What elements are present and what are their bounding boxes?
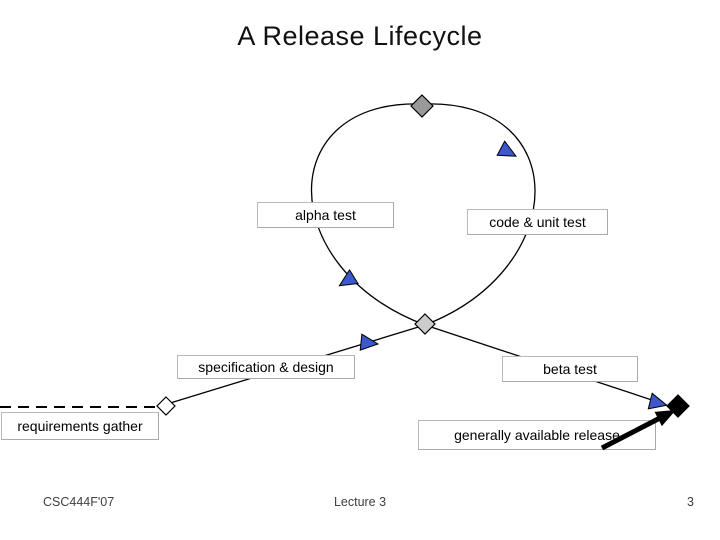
crossing-milestone-diamond-icon <box>414 313 436 335</box>
label-box-alpha-test: alpha test <box>257 202 394 228</box>
label-box-requirements-gather: requirements gather <box>1 412 159 440</box>
flow-arrow-icon <box>338 269 359 287</box>
release-milestone-diamond-icon <box>666 394 690 418</box>
slide-title: A Release Lifecycle <box>237 21 483 51</box>
flow-arrow-icon <box>496 140 517 157</box>
generally-available-release-label: generally available release <box>454 427 620 443</box>
footer-course: CSC444F'07 <box>43 495 115 509</box>
label-box-specification-design: specification & design <box>177 355 355 379</box>
label-box-generally-available-release: generally available release <box>418 420 656 450</box>
alpha-test-label: alpha test <box>295 207 356 223</box>
specification-design-label: specification & design <box>198 359 334 375</box>
footer-page-number: 3 <box>687 495 694 509</box>
label-box-code-unit-test: code & unit test <box>467 209 608 235</box>
release-pointer-arrow-icon <box>654 409 677 427</box>
flow-arrow-icon <box>359 333 380 351</box>
start-milestone-diamond-icon <box>156 396 176 416</box>
requirements-gather-label: requirements gather <box>17 418 143 434</box>
code-unit-test-label: code & unit test <box>489 214 586 230</box>
label-box-beta-test: beta test <box>502 356 638 382</box>
top-milestone-diamond-icon <box>410 94 434 118</box>
beta-test-label: beta test <box>543 361 597 377</box>
footer-lecture: Lecture 3 <box>333 495 387 509</box>
flow-arrow-icon <box>647 392 668 410</box>
